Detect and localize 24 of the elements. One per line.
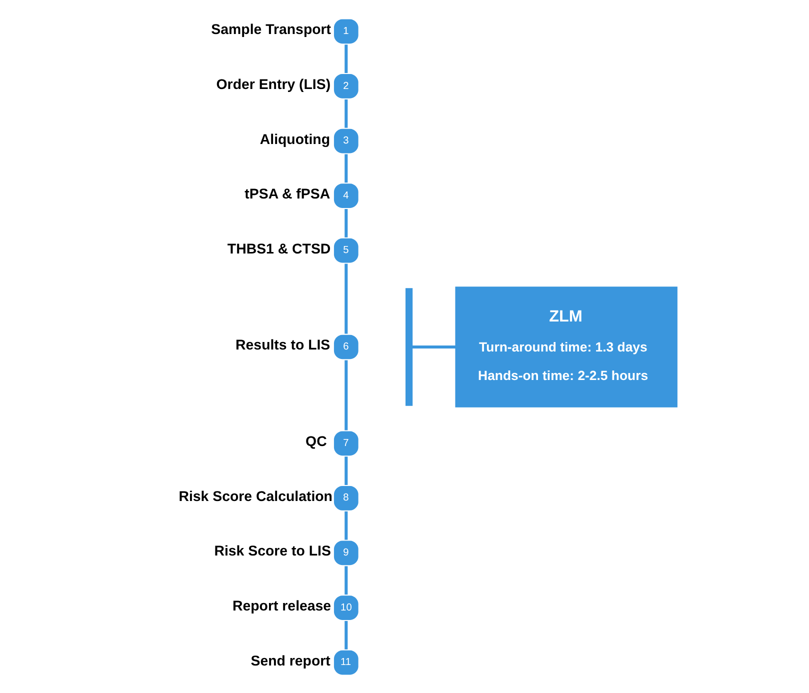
node-label: Results to LIS — [235, 337, 330, 354]
connector — [344, 566, 348, 594]
node-label: Sample Transport — [210, 22, 331, 38]
node-label: tPSA & fPSA — [244, 186, 330, 202]
node-label: Send report — [250, 652, 330, 669]
connector — [344, 98, 348, 128]
connector — [344, 154, 348, 182]
node-box: ZLM Turn-around time: 1.3 days Hands-on time: 2-2.5 hours — [454, 286, 677, 407]
connector — [344, 263, 348, 334]
connector — [344, 44, 348, 73]
node-label: QC — [305, 434, 326, 450]
node-label: Risk Score Calculation — [178, 488, 332, 504]
node-label: Order Entry (LIS) — [216, 76, 330, 92]
connector — [412, 344, 455, 348]
node-label: Aliquoting — [259, 131, 330, 148]
connector — [344, 360, 348, 430]
connector — [344, 456, 348, 484]
connector — [344, 510, 348, 540]
node-label: Risk Score to LIS — [214, 543, 330, 560]
node-bracket — [405, 288, 412, 406]
connector — [344, 208, 348, 237]
connector — [344, 620, 348, 649]
node-label: THBS1 & CTSD — [226, 240, 330, 257]
node-label: Report release — [232, 598, 331, 614]
